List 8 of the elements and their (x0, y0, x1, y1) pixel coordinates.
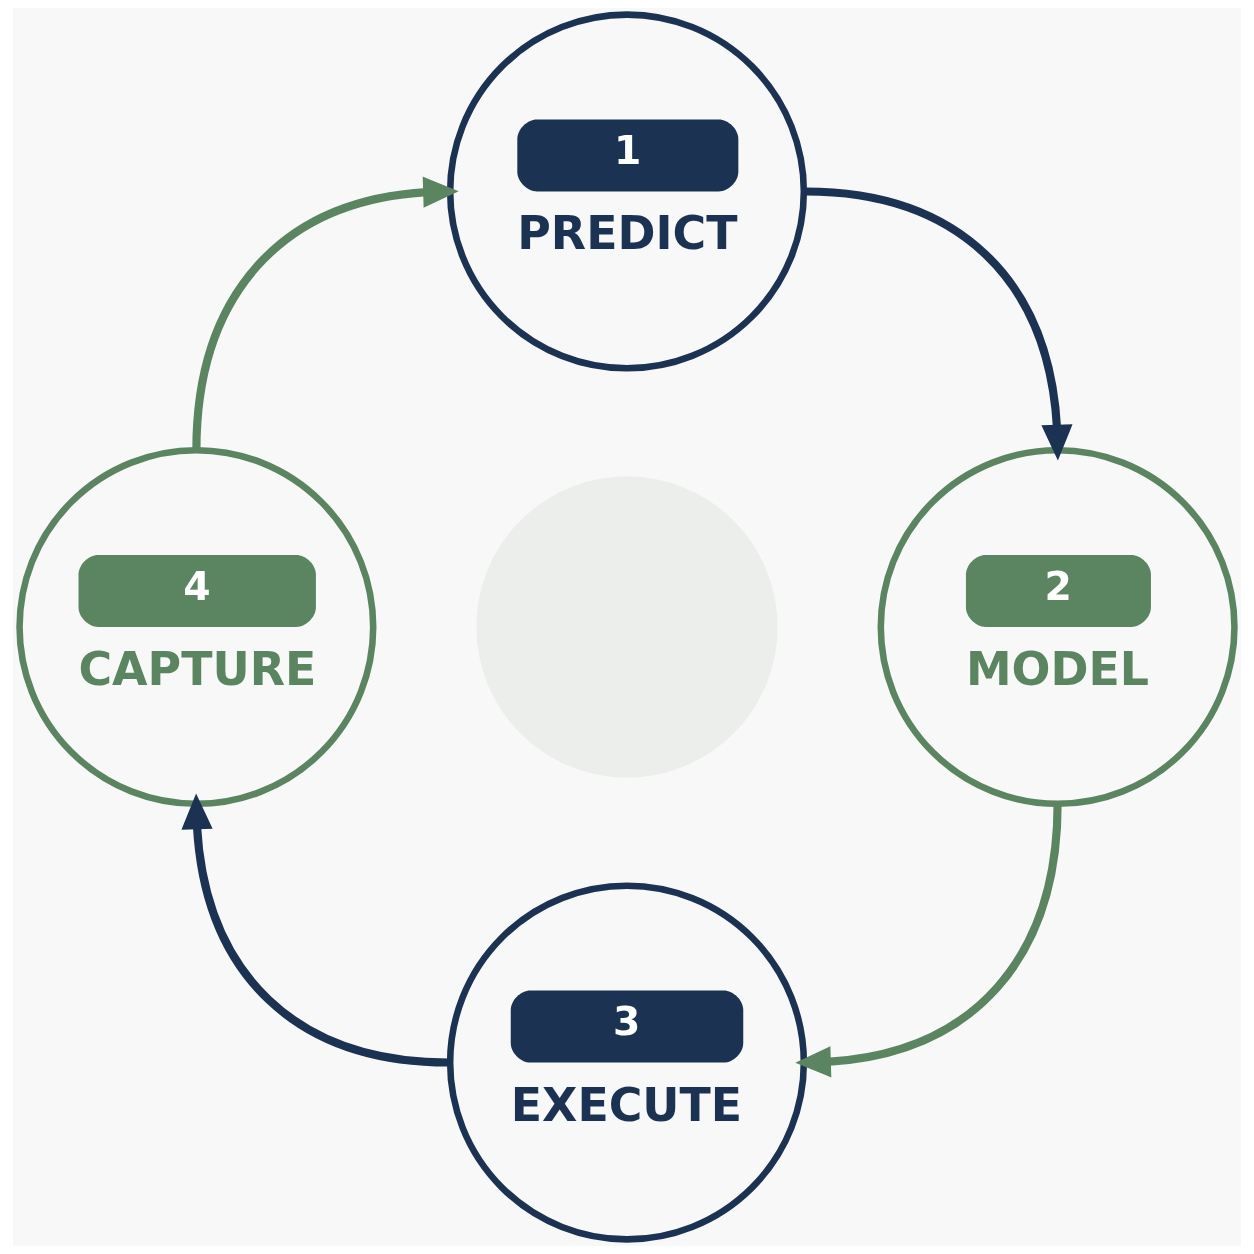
arrow (181, 793, 449, 1067)
node-circle: 1 PREDICT (446, 11, 808, 372)
arrow (795, 803, 1062, 1078)
arrow (192, 176, 459, 451)
arrow (805, 187, 1073, 461)
node-circle: 3 EXECUTE (446, 882, 808, 1243)
node-circle: 2 MODEL (877, 446, 1238, 808)
node-circle: 4 CAPTURE (16, 446, 377, 808)
